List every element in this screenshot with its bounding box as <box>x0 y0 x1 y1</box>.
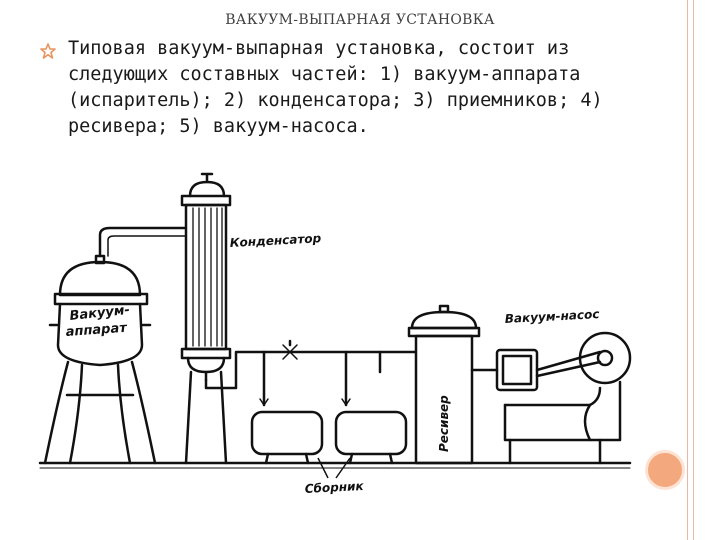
condenser <box>180 172 232 465</box>
collector-tank <box>250 410 324 465</box>
slide-title: ВАКУУМ-ВЫПАРНАЯ УСТАНОВКА <box>225 12 495 28</box>
decorative-circle <box>645 450 685 490</box>
vacuum-apparatus <box>43 254 157 465</box>
apparatus-label-line1: Вакуум- <box>69 303 131 324</box>
receiver <box>407 304 481 465</box>
vapor-pipe <box>98 226 187 258</box>
collector-tank <box>334 410 408 465</box>
side-rail-line <box>693 0 694 540</box>
condenser-label: Конденсатор <box>229 231 321 250</box>
slide-body-text: Типовая вакуум-выпарная установка, состо… <box>68 38 603 137</box>
pump-label: Вакуум-насос <box>504 307 599 326</box>
vacuum-pump <box>495 331 632 465</box>
vacuum-line <box>204 350 417 390</box>
apparatus-label-line2: аппарат <box>65 321 128 340</box>
star-bullet-icon <box>40 43 56 59</box>
collector-label: Сборник <box>304 479 364 496</box>
receiver-label: Ресивер <box>437 395 451 452</box>
side-rail-line <box>687 0 688 540</box>
